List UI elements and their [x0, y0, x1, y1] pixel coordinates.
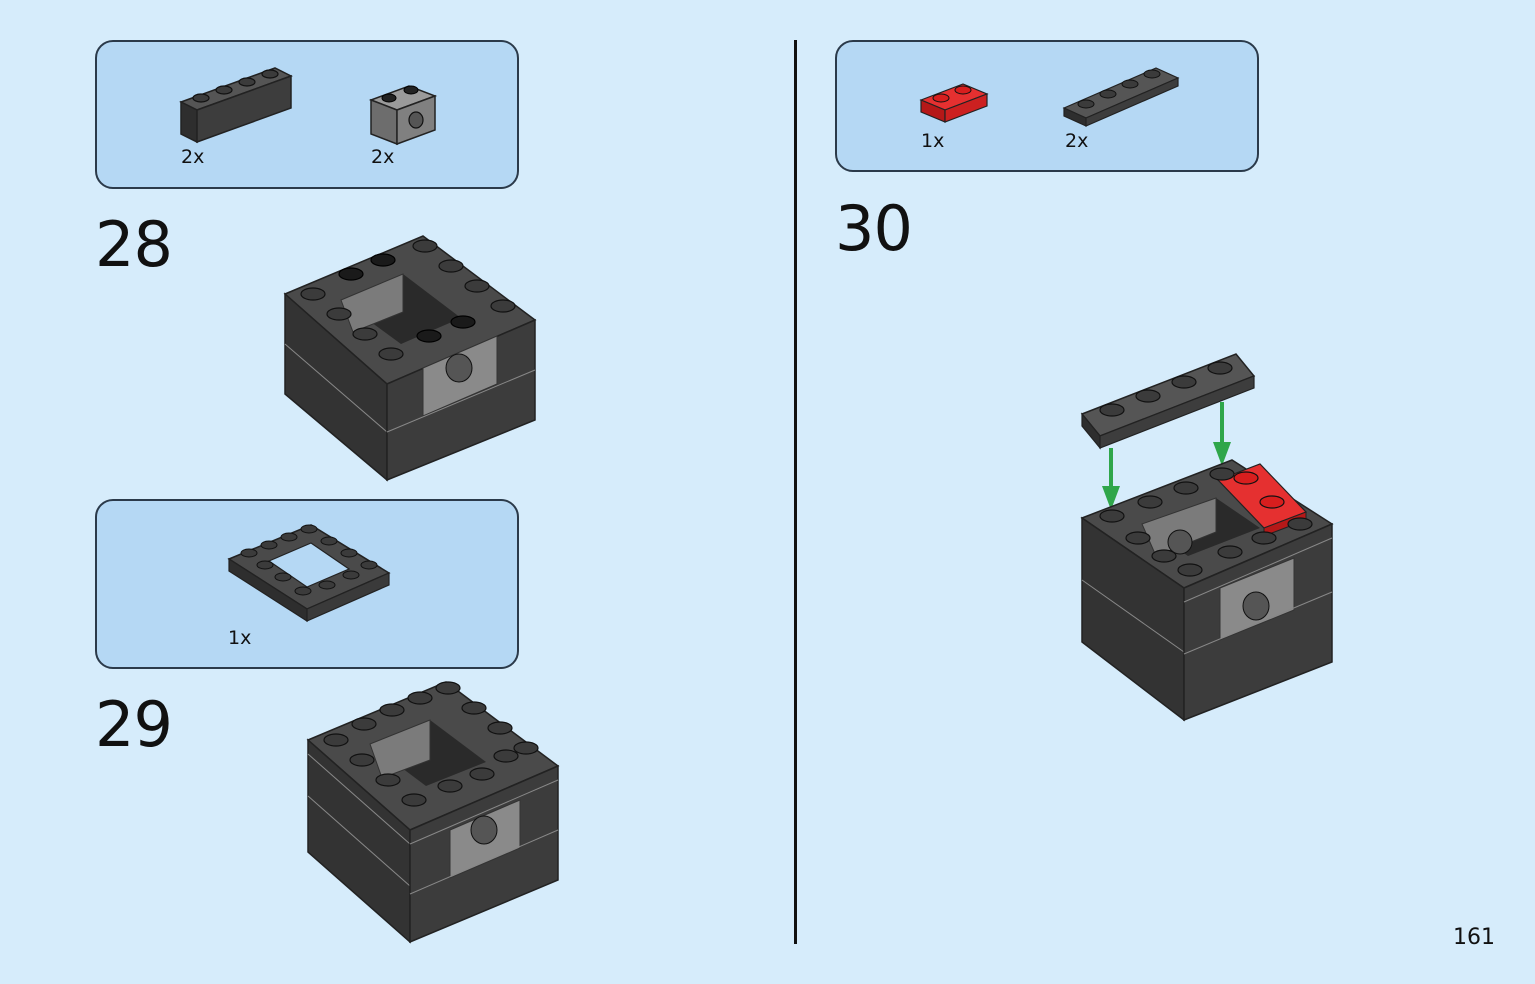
gray-technic-brick-1x2-icon — [368, 85, 438, 146]
step-number: 30 — [835, 192, 913, 265]
part-quantity: 1x — [921, 130, 945, 152]
black-brick-1x4-icon — [179, 67, 293, 144]
arrow-down-icon — [1102, 448, 1120, 510]
step-number: 29 — [95, 688, 173, 761]
black-plate-1x4-icon — [1062, 67, 1180, 127]
part-quantity: 1x — [228, 627, 252, 649]
page-number: 161 — [1453, 925, 1495, 950]
step-number: 28 — [95, 208, 173, 281]
step-28-parts-box: 2x 2x — [95, 40, 519, 189]
black-plate-4x4-open-center-icon — [227, 524, 391, 623]
step-30-assembly-illustration — [1080, 353, 1334, 722]
page-divider — [794, 40, 797, 944]
arrow-down-icon — [1213, 402, 1231, 466]
step-29-parts-box: 1x — [95, 499, 519, 669]
step-28-assembly-illustration — [283, 235, 537, 482]
part-quantity: 2x — [181, 146, 205, 168]
part-quantity: 2x — [371, 146, 395, 168]
step-29-assembly-illustration — [306, 681, 560, 944]
step-30-parts-box: 1x 2x — [835, 40, 1259, 172]
part-quantity: 2x — [1065, 130, 1089, 152]
red-plate-1x2-icon — [919, 83, 989, 123]
